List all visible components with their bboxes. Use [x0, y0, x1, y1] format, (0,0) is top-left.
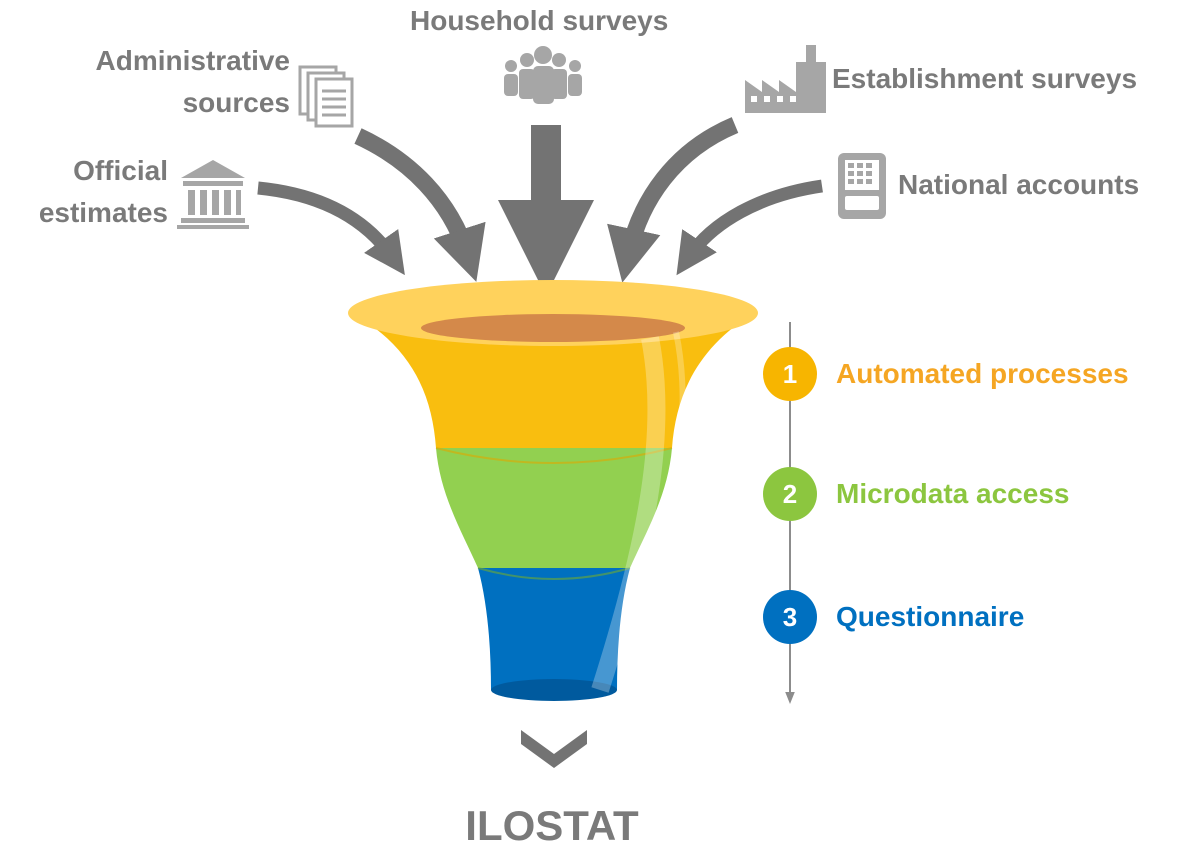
arrow-administrative [354, 128, 486, 282]
source-label-national: National accounts [898, 169, 1140, 200]
factory-icon [745, 45, 826, 113]
bank-building-icon [177, 160, 249, 229]
funnel-bottom [491, 679, 617, 701]
funnel [348, 280, 758, 701]
source-label-administrative-line1: Administrative [95, 45, 291, 76]
step-1-number-badge: 1 [763, 347, 817, 401]
step-3-label: Questionnaire [836, 601, 1025, 632]
step-2-number-badge: 2 [763, 467, 817, 521]
arrow-official [257, 181, 405, 276]
source-label-official-line2: estimates [38, 197, 168, 228]
source-label-administrative-line2: sources [182, 87, 290, 118]
people-group-icon [504, 46, 582, 104]
output-chevron-icon [521, 730, 587, 768]
source-label-household: Household surveys [410, 5, 669, 36]
step-3-number-badge: 3 [763, 590, 817, 644]
source-label-official: Official estimates [0, 150, 168, 234]
document-stack-icon [298, 65, 354, 128]
funnel-section-questionnaire [478, 568, 630, 690]
funnel-section-microdata [436, 448, 672, 568]
step-2-label: Microdata access [836, 478, 1070, 509]
calculator-icon [838, 153, 886, 219]
funnel-section-automated [350, 312, 756, 448]
source-label-establishment: Establishment surveys [832, 63, 1138, 94]
arrow-establishment [607, 117, 739, 283]
arrow-national [676, 179, 823, 276]
step-1-label: Automated processes [836, 358, 1129, 389]
output-label-ilostat: ILOSTAT [465, 802, 639, 849]
funnel-opening [421, 314, 685, 342]
source-label-official-line1: Official [73, 155, 168, 186]
source-label-administrative: Administrative sources [40, 40, 291, 124]
